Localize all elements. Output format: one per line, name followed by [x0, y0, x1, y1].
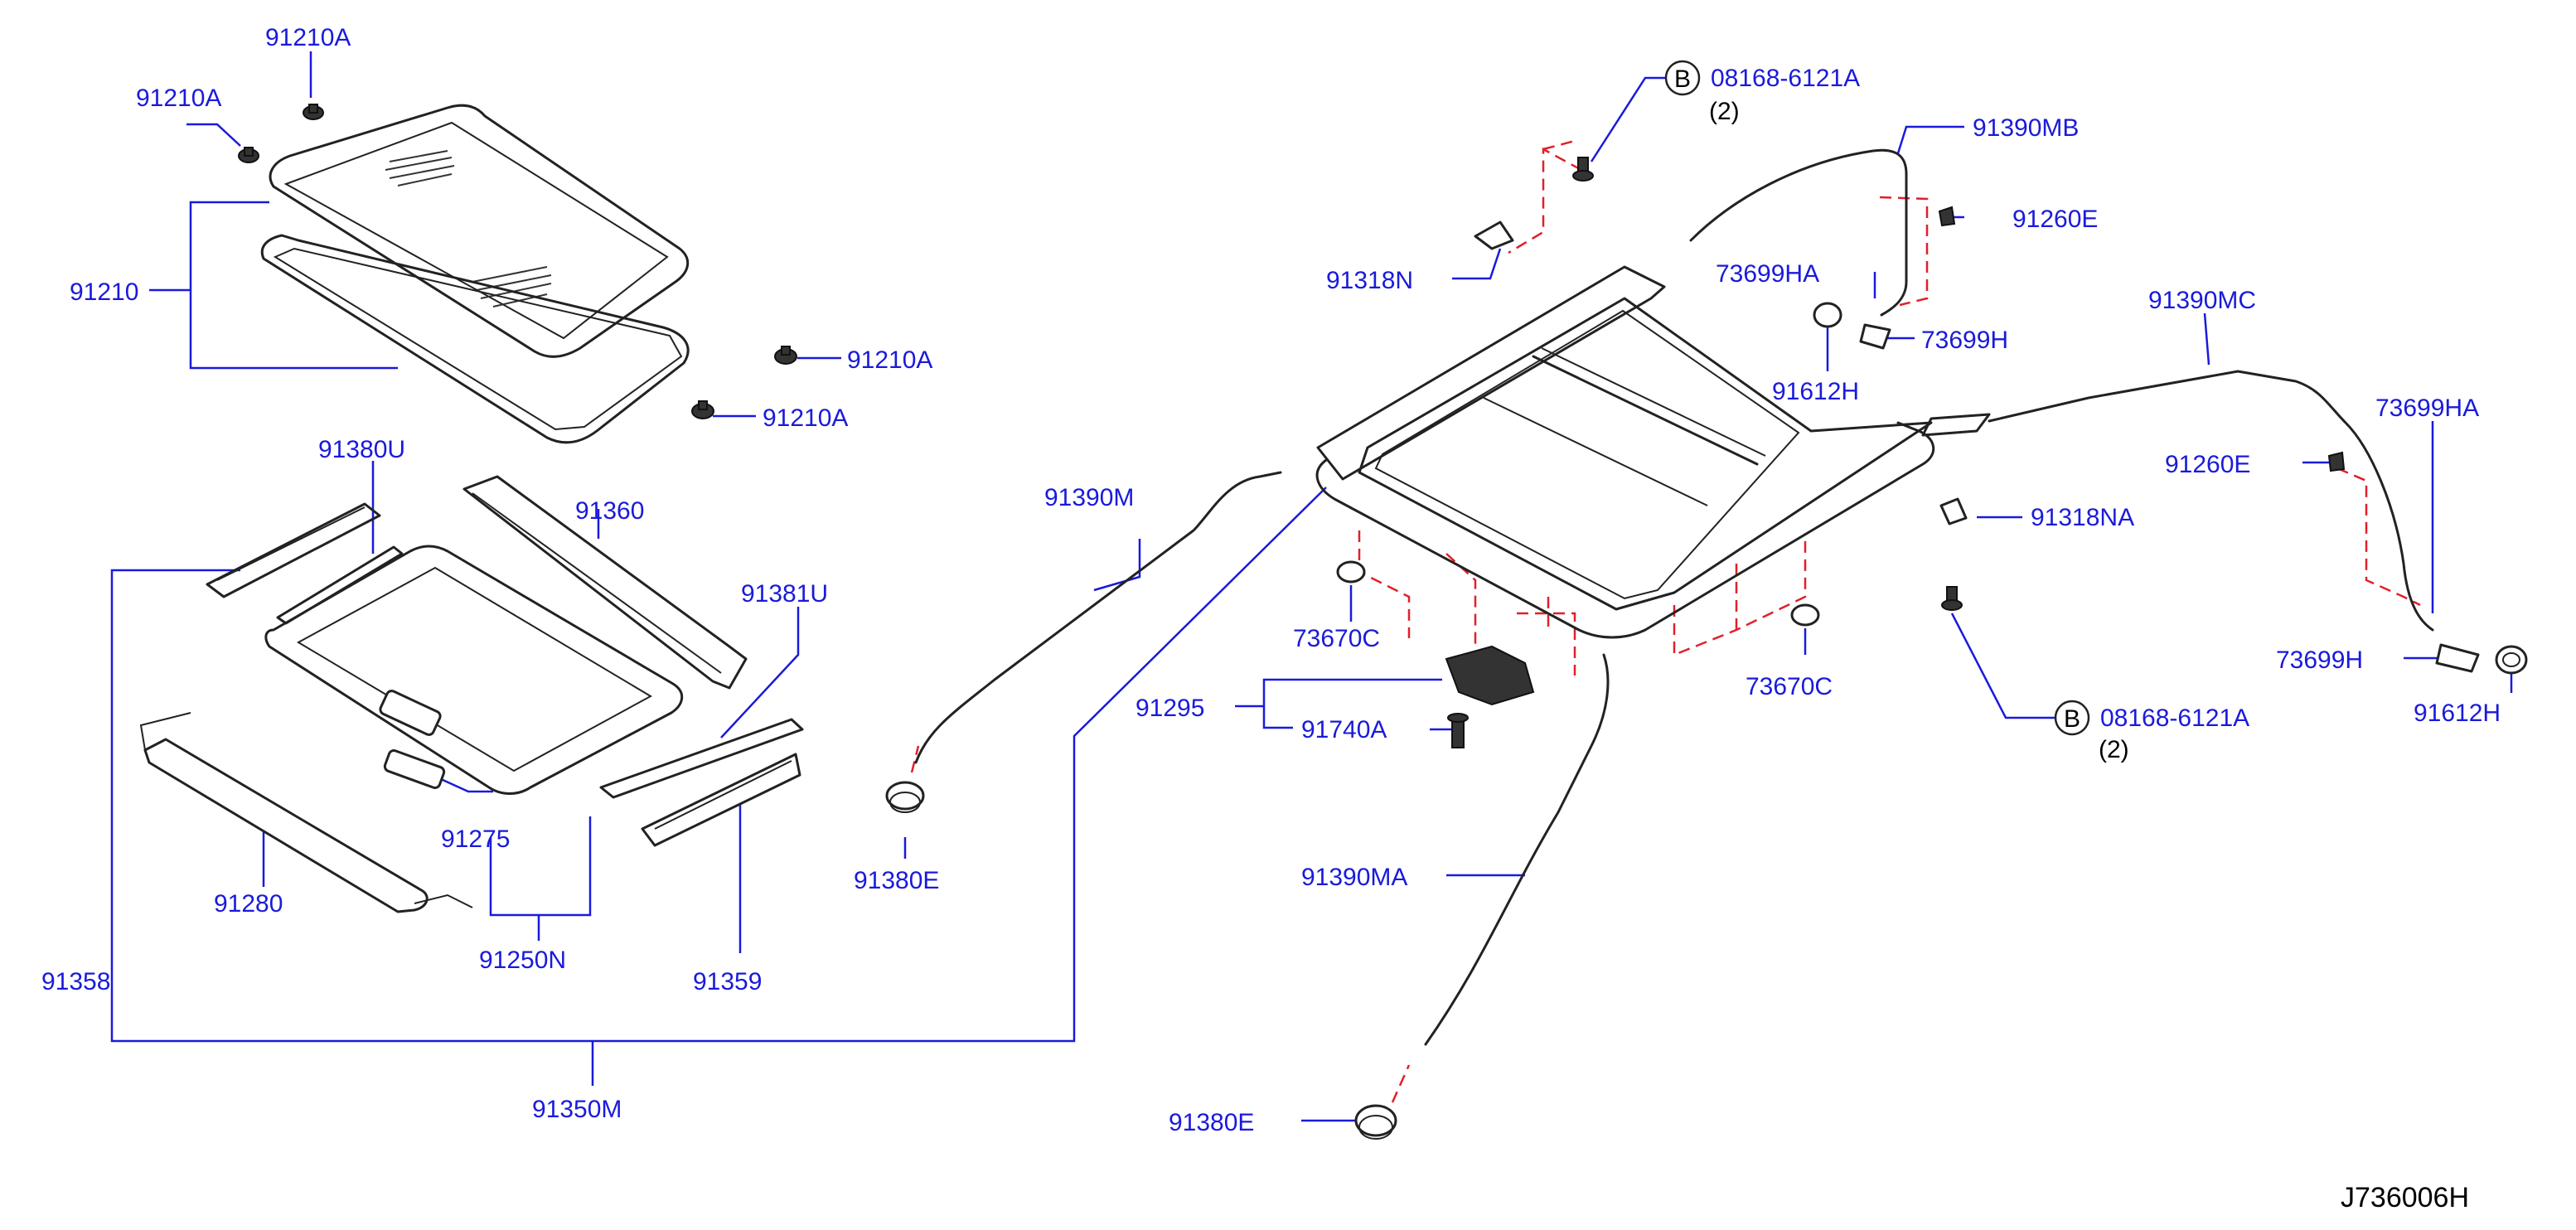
label-91390M: 91390M: [1044, 484, 1134, 511]
label-73699H: 73699H: [1921, 327, 2008, 354]
label-91210A: 91210A: [847, 346, 932, 374]
label-quantity: (2): [1709, 98, 1740, 125]
badge-letter: B: [2064, 705, 2080, 733]
label-73699HA: 73699HA: [1716, 260, 1819, 288]
label-08168-6121A: 08168-6121A: [1711, 65, 1860, 92]
label-91350M: 91350M: [532, 1096, 622, 1123]
label-91358: 91358: [41, 968, 110, 995]
badge-letter: B: [1674, 65, 1691, 93]
label-91295: 91295: [1135, 695, 1204, 722]
label-91210A: 91210A: [763, 404, 848, 432]
bolt-badge-top: B: [1664, 60, 1701, 96]
sunroof-frame: [1315, 265, 1991, 639]
bolt-badge-bottom: B: [2054, 700, 2090, 736]
label-91318N: 91318N: [1326, 267, 1413, 294]
label-91210A: 91210A: [265, 24, 351, 51]
glass-panel-91210: [260, 104, 690, 444]
rails-and-frames-left: [139, 475, 804, 913]
brackets-and-bolts: [1474, 157, 2480, 673]
label-91740A: 91740A: [1301, 716, 1387, 743]
label-91612H: 91612H: [2414, 700, 2501, 727]
label-91280: 91280: [214, 890, 283, 918]
grommets: [885, 302, 2528, 1140]
label-91612H: 91612H: [1772, 378, 1859, 405]
diagram-code: J736006H: [2341, 1182, 2469, 1213]
label-91390MA: 91390MA: [1301, 864, 1407, 891]
label-quantity: (2): [2099, 736, 2129, 763]
label-91360: 91360: [575, 497, 644, 525]
label-73670C: 73670C: [1746, 673, 1833, 700]
label-91381U: 91381U: [741, 580, 828, 608]
label-91250N: 91250N: [479, 947, 566, 974]
label-91390MB: 91390MB: [1973, 114, 2079, 142]
label-91380E: 91380E: [1169, 1109, 1254, 1136]
leader-lines: [110, 51, 2513, 1122]
part-labels: 91210A 91210A 91210 91210A 91210A 91380U…: [41, 24, 2501, 1136]
label-91390MC: 91390MC: [2148, 287, 2256, 314]
label-91380E: 91380E: [854, 867, 939, 894]
drain-tubes: [914, 148, 2434, 1046]
label-91359: 91359: [693, 968, 762, 995]
clips-91210A: [238, 104, 797, 419]
label-91318NA: 91318NA: [2031, 504, 2134, 531]
label-08168-6121A: 08168-6121A: [2100, 705, 2249, 732]
dashed-connectors: [910, 139, 2421, 1103]
label-91260E: 91260E: [2165, 451, 2250, 478]
label-91210: 91210: [70, 278, 138, 306]
label-73699HA: 73699HA: [2375, 395, 2479, 422]
label-91210A: 91210A: [136, 85, 221, 112]
label-91380U: 91380U: [318, 436, 405, 463]
label-73699H: 73699H: [2276, 646, 2363, 674]
label-73670C: 73670C: [1293, 625, 1380, 652]
label-91260E: 91260E: [2012, 206, 2098, 233]
label-91275: 91275: [441, 826, 510, 853]
motor-91295: [1445, 645, 1535, 748]
